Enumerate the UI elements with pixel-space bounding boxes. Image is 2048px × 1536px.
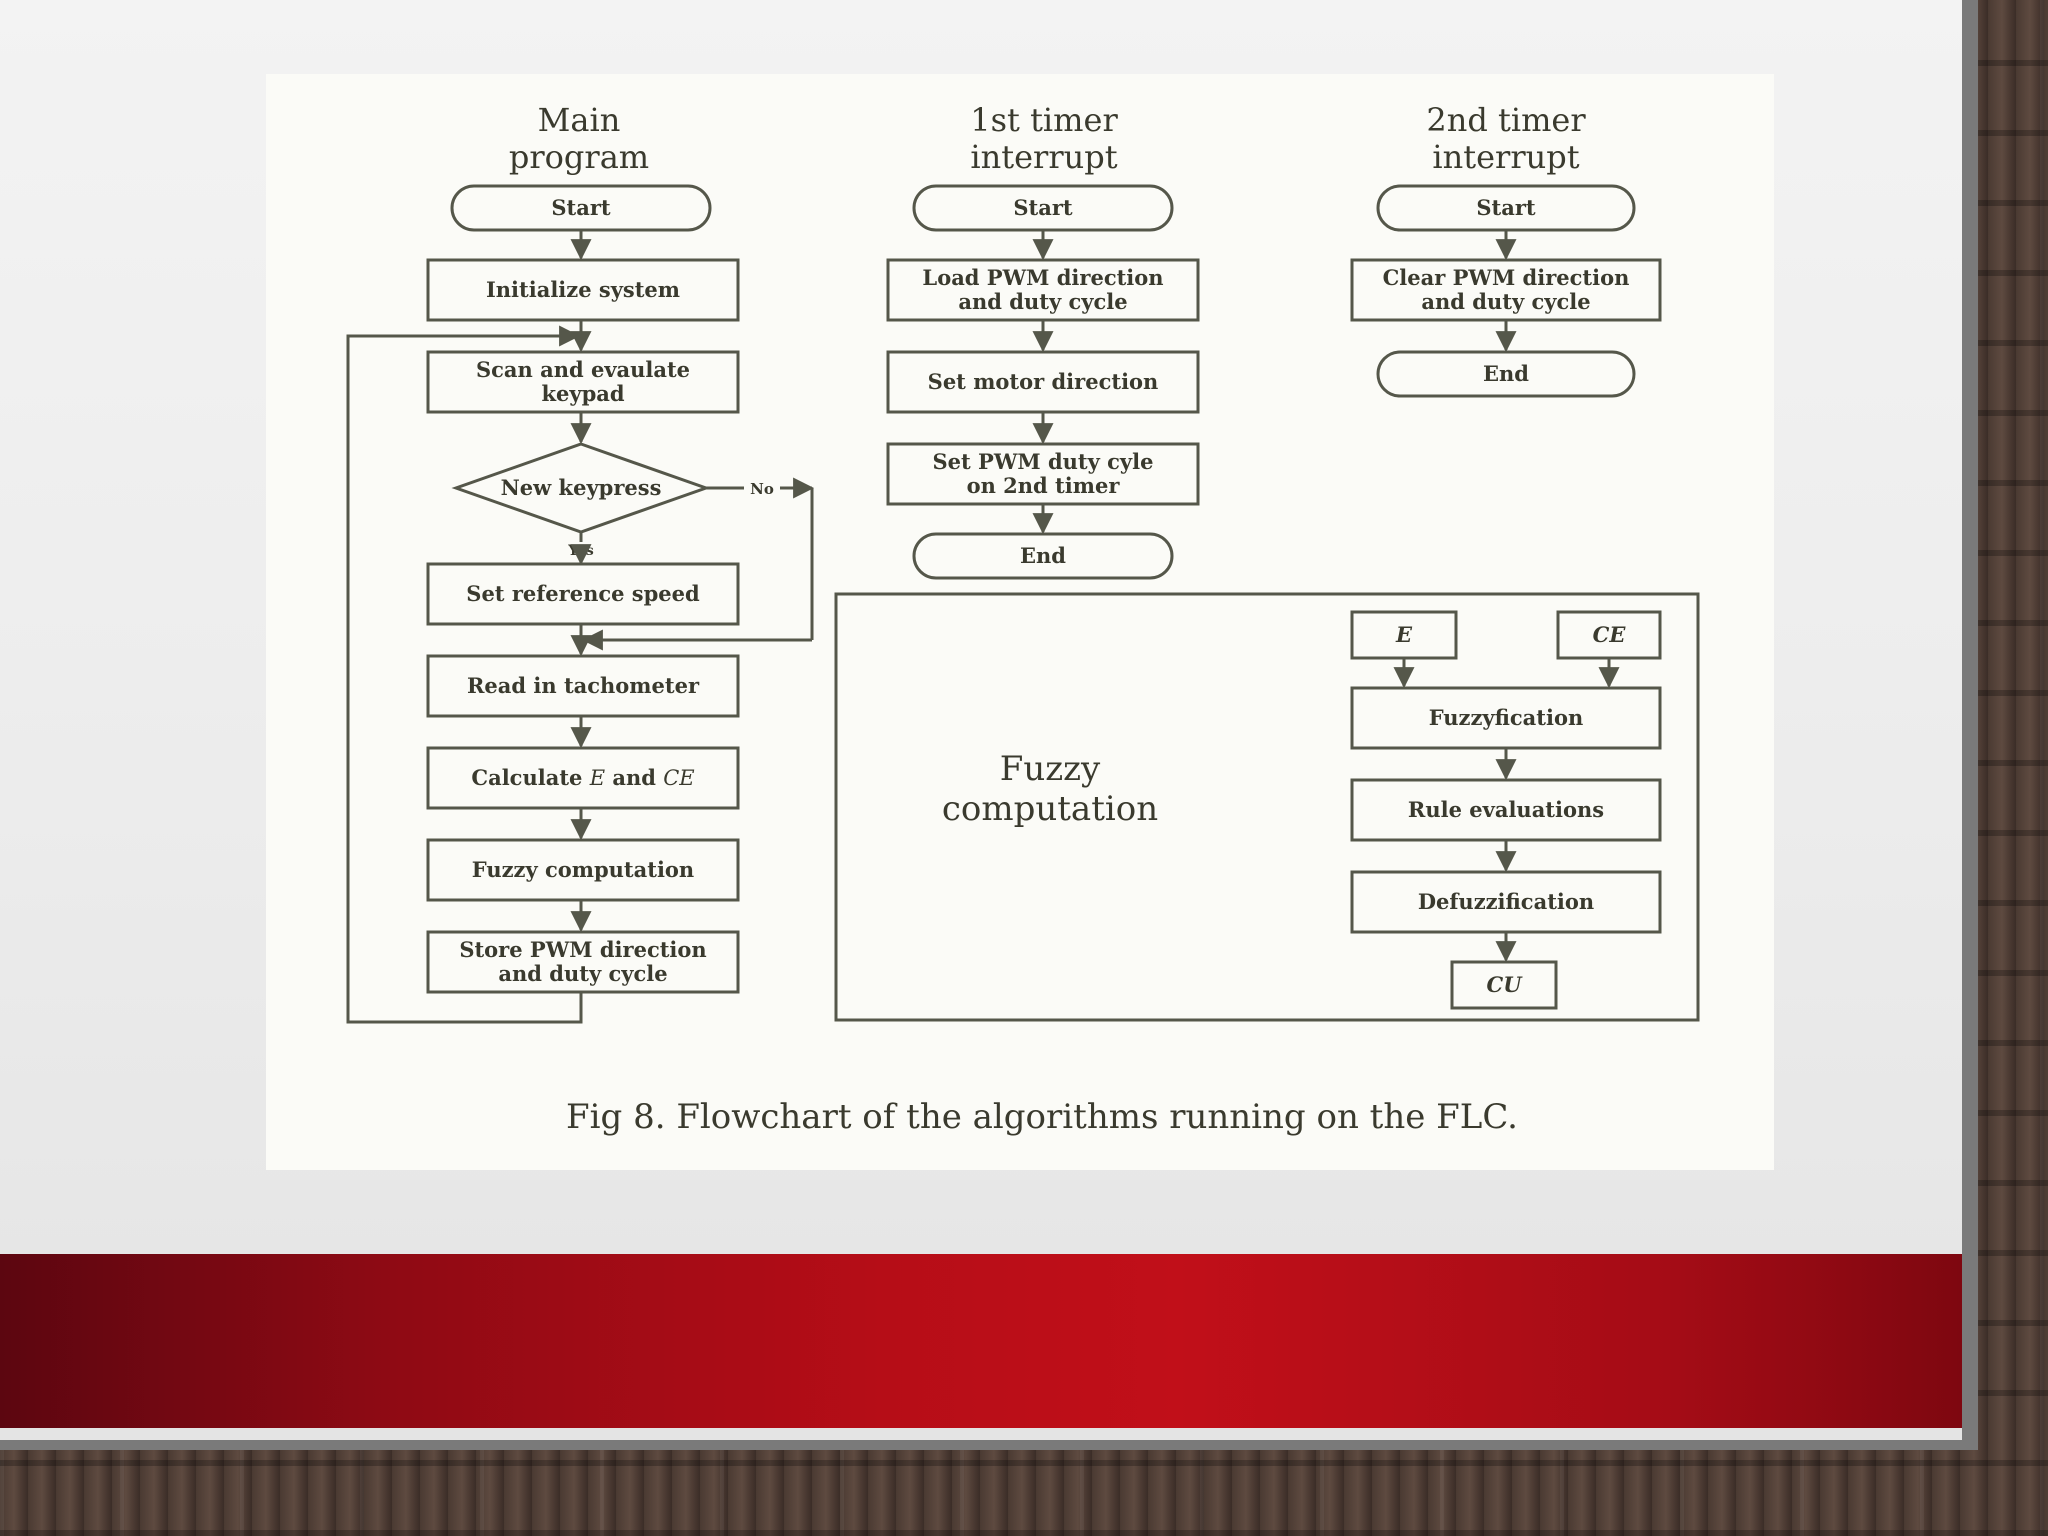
flowchart-diagram: Main program Start Initialize system Sca… [346,101,1700,1137]
fuzzyfication-label: Fuzzyfication [1429,705,1583,730]
set-motor-direction-label: Set motor direction [928,369,1159,394]
fuzzy-computation-container [834,592,1700,1022]
timer2-end-label: End [1483,361,1529,386]
defuzzification-label: Defuzzification [1418,889,1594,914]
fuzzy-block-title-line2: computation [942,789,1158,829]
timer1-end-label: End [1020,543,1066,568]
main-title-line2: program [509,138,649,176]
output-cu-label: CU [1486,972,1523,997]
timer2-title-line1: 2nd timer [1426,101,1586,139]
initialize-box [426,258,740,322]
rule-evaluations-label: Rule evaluations [1408,797,1604,822]
scan-label-line1: Scan and evaulate [476,357,690,382]
no-label: No [750,480,774,498]
flowchart-figure: Main program Start Initialize system Sca… [266,74,1774,1170]
fuzzy-computation-box [426,838,740,902]
set-reference-speed-label: Set reference speed [466,581,700,606]
scan-keypad-box [426,350,740,414]
scan-label-line2: keypad [541,381,624,406]
load-pwm-label-line1: Load PWM direction [922,265,1163,290]
calculate-box [426,746,740,810]
load-pwm-label-line2: and duty cycle [958,289,1127,314]
timer1-end-terminator [912,532,1174,580]
read-tachometer-box [426,654,740,718]
set-pwm-duty-label-line2: on 2nd timer [967,473,1121,498]
clear-pwm-label-line2: and duty cycle [1421,289,1590,314]
input-ce-label: CE [1593,622,1627,647]
set-pwm-duty-label-line1: Set PWM duty cyle [933,449,1154,474]
red-accent-band [0,1254,1962,1428]
read-tachometer-label: Read in tachometer [467,673,700,698]
set-reference-speed-box [426,562,740,626]
calculate-label: Calculate E and CE [471,765,694,790]
store-pwm-label-line1: Store PWM direction [459,937,706,962]
main-title-line1: Main [538,101,621,139]
figure-caption: Fig 8. Flowchart of the algorithms runni… [566,1097,1518,1137]
loop-back-line [346,325,583,1024]
yes-label: Yes [567,543,594,559]
fuzzy-block-title-line1: Fuzzy [1000,749,1101,789]
initialize-label: Initialize system [486,277,680,302]
timer1-title-line2: interrupt [970,138,1117,176]
timer1-start-label: Start [1013,195,1073,220]
store-pwm-box [426,930,740,994]
output-cu-box [1450,960,1558,1010]
timer2-title-line2: interrupt [1432,138,1579,176]
decision-label: New keypress [501,475,662,500]
input-e-label: E [1395,622,1413,647]
clear-pwm-label-line1: Clear PWM direction [1383,265,1630,290]
store-pwm-label-line2: and duty cycle [498,961,667,986]
main-start-label: Start [551,195,611,220]
slide: Main program Start Initialize system Sca… [0,0,1962,1440]
timer2-start-label: Start [1476,195,1536,220]
timer2-end-terminator [1376,350,1636,398]
fuzzy-computation-label: Fuzzy computation [472,857,694,882]
timer1-title-line1: 1st timer [970,101,1118,139]
